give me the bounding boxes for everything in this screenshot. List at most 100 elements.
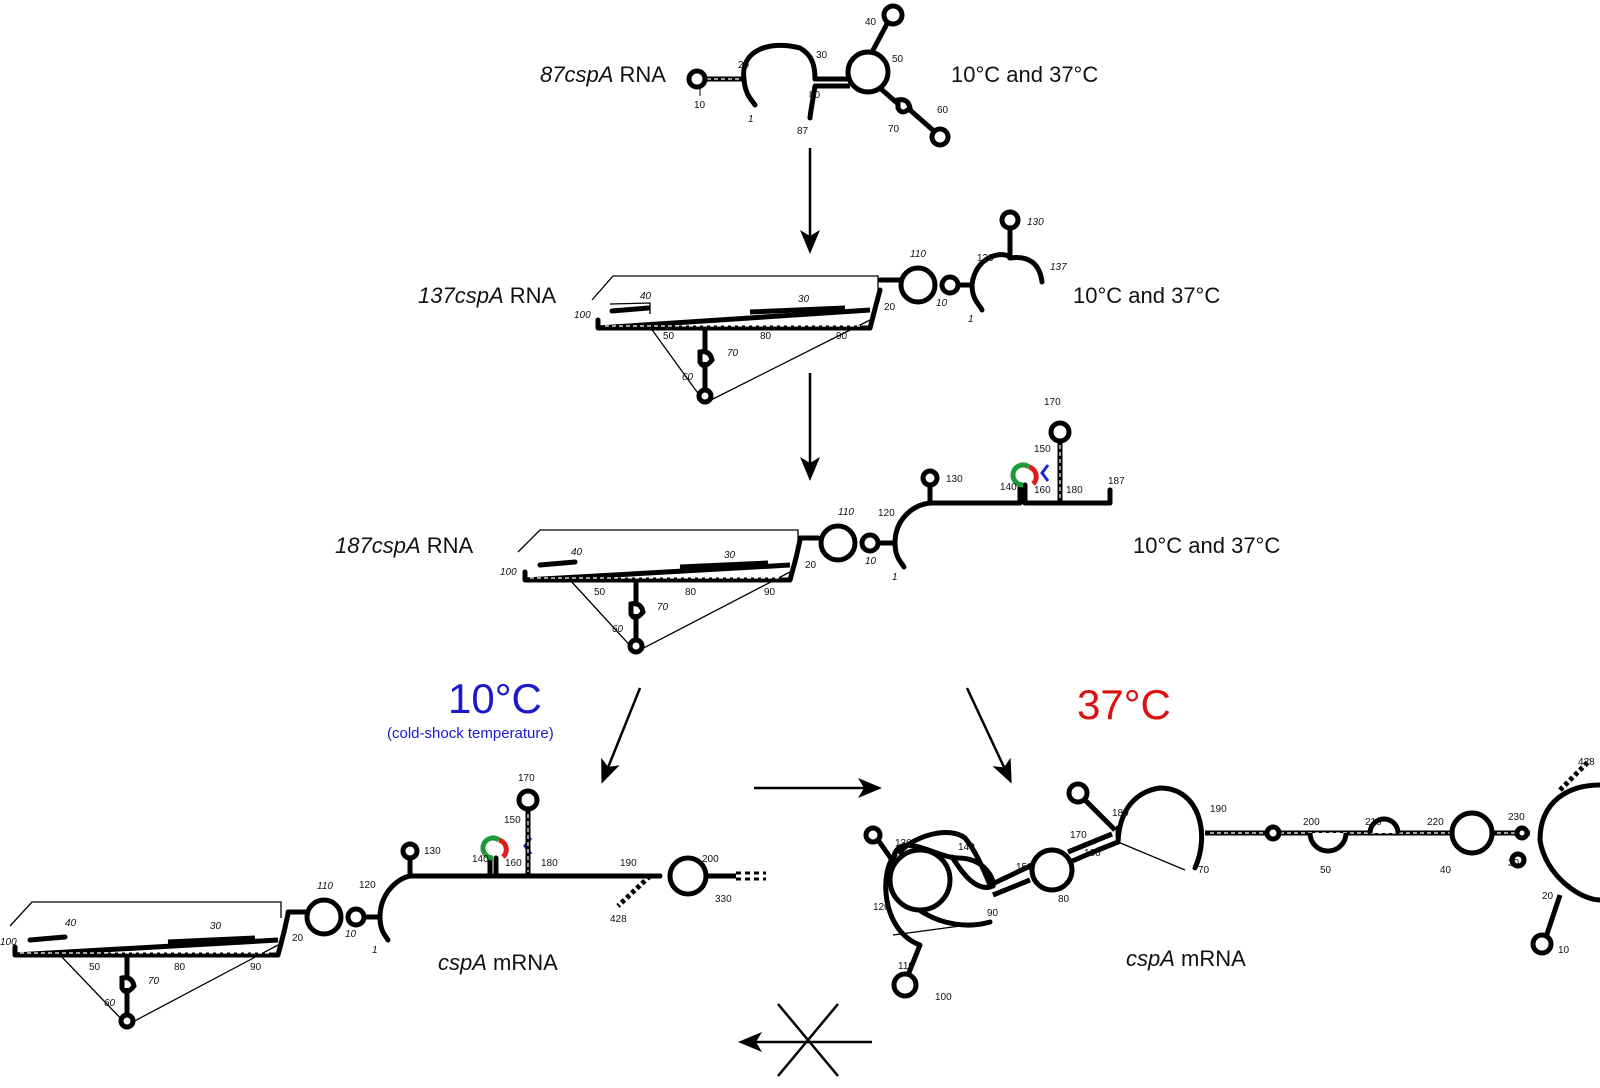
label-187cspa: 187cspA RNA	[335, 533, 474, 558]
n137-80: 80	[760, 331, 772, 342]
ncold-1: 1	[372, 945, 378, 956]
nwarm-80: 80	[1058, 894, 1070, 905]
nwarm-190: 190	[1210, 804, 1227, 815]
arrow-to-cold	[601, 687, 642, 784]
ncold-428: 428	[610, 914, 627, 925]
n87-60: 60	[937, 105, 949, 116]
nwarm-50: 50	[1320, 865, 1332, 876]
nwarm-10: 10	[1558, 945, 1570, 956]
n87-10: 10	[694, 100, 706, 111]
n187-100: 100	[500, 567, 517, 578]
n187-1: 1	[892, 572, 898, 583]
ncold-170: 170	[518, 773, 535, 784]
n187-10: 10	[865, 556, 877, 567]
structure-mrna-warm	[863, 758, 1600, 999]
ncold-130: 130	[424, 846, 441, 857]
warm-temp-label: 37°C	[1077, 681, 1171, 728]
label-mrna-warm: cspA mRNA	[1126, 946, 1246, 971]
nwarm-180: 180	[1112, 808, 1129, 819]
structure-137cspa	[591, 209, 1045, 405]
n87-50: 50	[892, 54, 904, 65]
n87-80: 80	[809, 90, 821, 101]
n137-130: 130	[1027, 217, 1044, 228]
nwarm-210: 210	[1365, 817, 1382, 828]
n87-87: 87	[797, 126, 809, 137]
n187-160: 160	[1034, 485, 1051, 496]
n187-90: 90	[764, 587, 776, 598]
ncold-60: 60	[104, 998, 116, 1009]
arrow-to-warm	[965, 687, 1012, 784]
n87-70: 70	[888, 124, 900, 135]
n87-20: 20	[738, 60, 750, 71]
ncold-70: 70	[148, 976, 160, 987]
n137-1: 1	[968, 314, 974, 325]
ncold-90: 90	[250, 962, 262, 973]
nwarm-230: 230	[1508, 812, 1525, 823]
n137-70: 70	[727, 348, 739, 359]
nwarm-140: 140	[958, 842, 975, 853]
label-87cspa: 87cspA RNA	[540, 62, 666, 87]
structure-87cspa	[686, 3, 951, 148]
nwarm-40: 40	[1440, 865, 1452, 876]
n187-170: 170	[1044, 397, 1061, 408]
ncold-100: 100	[0, 937, 17, 948]
ncold-190: 190	[620, 858, 637, 869]
structure-mrna-cold	[9, 788, 766, 1030]
ncold-180: 180	[541, 858, 558, 869]
nwarm-170: 170	[1070, 830, 1087, 841]
n137-20: 20	[884, 302, 896, 313]
n137-110: 110	[910, 249, 926, 260]
nwarm-130: 130	[895, 838, 912, 849]
n87-1: 1	[748, 114, 754, 125]
label-mrna-cold: cspA mRNA	[438, 950, 558, 975]
ncold-20: 20	[292, 933, 304, 944]
n187-120: 120	[878, 508, 895, 519]
n187-130: 130	[946, 474, 963, 485]
ncold-330: 330	[715, 894, 732, 905]
blocked-cross-mark	[777, 1003, 839, 1077]
nwarm-20: 20	[1542, 891, 1554, 902]
n187-30: 30	[724, 550, 736, 561]
n137-137: 137	[1050, 262, 1067, 273]
nwarm-220: 220	[1427, 817, 1444, 828]
label-137cspa: 137cspA RNA	[418, 283, 557, 308]
nwarm-90: 90	[987, 908, 999, 919]
n187-70: 70	[657, 602, 669, 613]
n137-100: 100	[574, 310, 591, 321]
n137-40: 40	[640, 291, 652, 302]
nwarm-160: 160	[1084, 848, 1101, 859]
condition-87: 10°C and 37°C	[951, 62, 1098, 87]
nwarm-150: 150	[1016, 862, 1033, 873]
n137-120: 120	[977, 253, 994, 264]
condition-187: 10°C and 37°C	[1133, 533, 1280, 558]
n187-50: 50	[594, 587, 606, 598]
n187-40: 40	[571, 547, 583, 558]
n187-80: 80	[685, 587, 697, 598]
ncold-160: 160	[505, 858, 522, 869]
ncold-80: 80	[174, 962, 186, 973]
ncold-40: 40	[65, 918, 77, 929]
ncold-200: 200	[702, 854, 719, 865]
condition-137: 10°C and 37°C	[1073, 283, 1220, 308]
nwarm-70: 70	[1198, 865, 1210, 876]
n187-180: 180	[1066, 485, 1083, 496]
nwarm-200: 200	[1303, 817, 1320, 828]
structure-187cspa	[517, 420, 1113, 655]
nwarm-428: 428	[1578, 757, 1595, 768]
nwarm-100: 100	[935, 992, 952, 1003]
ncold-50: 50	[89, 962, 101, 973]
n137-30: 30	[798, 294, 810, 305]
n87-30: 30	[816, 50, 828, 61]
n187-150: 150	[1034, 444, 1051, 455]
cold-temp-sublabel: (cold-shock temperature)	[387, 725, 554, 742]
n137-10: 10	[936, 298, 948, 309]
n187-187: 187	[1108, 476, 1125, 487]
ncold-150: 150	[504, 815, 521, 826]
ncold-140: 140	[472, 854, 489, 865]
n187-20: 20	[805, 560, 817, 571]
n187-140: 140	[1000, 482, 1017, 493]
n187-110: 110	[838, 507, 854, 518]
nwarm-120: 120	[873, 902, 890, 913]
nwarm-30: 30	[1508, 858, 1520, 869]
